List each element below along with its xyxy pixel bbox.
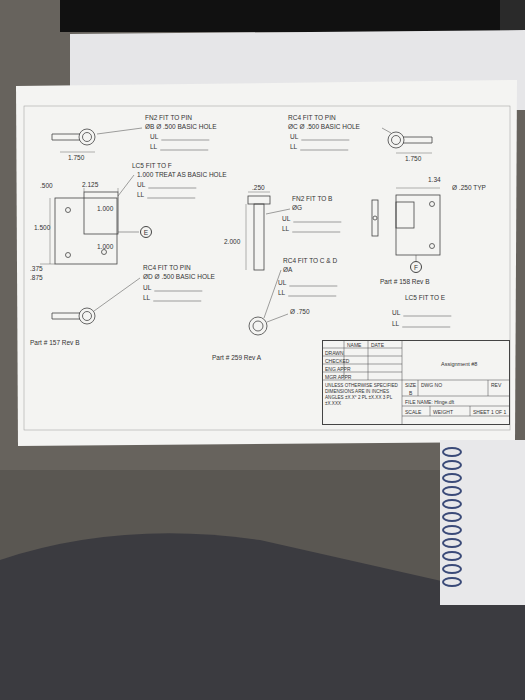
limit-label: LL	[278, 289, 285, 297]
blank-line	[289, 286, 337, 287]
title-block-text: WEIGHT	[433, 409, 453, 415]
blank-line	[147, 198, 195, 199]
fit-callout: ØC Ø .500 BASIC HOLE	[288, 123, 360, 131]
fit-callout: RC4 FIT TO C & D	[283, 257, 337, 265]
part-name: Part # 157 Rev B	[30, 339, 80, 347]
fit-callout: ØB Ø .500 BASIC HOLE	[145, 123, 217, 131]
blank-line	[293, 222, 341, 223]
limit-label: LL	[137, 191, 144, 199]
title-block-text: Assignment #8	[441, 361, 477, 367]
dimension: Ø .750	[290, 308, 310, 316]
blank-line	[160, 150, 208, 151]
datum-letter: F	[414, 264, 418, 271]
fit-callout: RC4 FIT TO PIN	[288, 114, 336, 122]
limit-label: LL	[290, 143, 297, 151]
title-block-text: SCALE	[405, 409, 421, 415]
blank-line	[153, 301, 201, 302]
title-block-text: FILE NAME: Hinge.dft	[405, 399, 454, 405]
blank-line	[148, 188, 196, 189]
dimension: .250	[252, 184, 265, 192]
title-block: NAME DATE DRAWN CHECKED ENG APPR MGR APPR UNLE…	[322, 340, 510, 425]
limit-label: LL	[150, 143, 157, 151]
title-block-text: SIZE	[405, 382, 416, 388]
dimension: 1.750	[405, 155, 421, 163]
fit-callout: FN2 FIT TO B	[292, 195, 332, 203]
datum-circle: E	[140, 226, 152, 238]
dimension: 1.750	[68, 154, 84, 162]
datum-circle: F	[410, 261, 422, 273]
fit-callout: FN2 FIT TO PIN	[145, 114, 192, 122]
fit-callout: 1.000 TREAT AS BASIC HOLE	[137, 171, 227, 179]
title-block-text: DRAWN	[325, 350, 344, 356]
limit-label: LL	[392, 320, 399, 328]
fit-callout: LC5 FIT TO F	[132, 162, 172, 170]
datum-letter: E	[144, 229, 148, 236]
blank-line	[161, 140, 209, 141]
blank-line	[292, 232, 340, 233]
limit-label: UL	[150, 133, 158, 141]
title-block-text: DATE	[371, 342, 384, 348]
blank-line	[288, 296, 336, 297]
dimension: 2.000	[224, 238, 240, 246]
blank-line	[402, 327, 450, 328]
title-block-text: DWG NO	[421, 382, 442, 388]
dimension: .500	[40, 182, 53, 190]
title-block-text: REV	[491, 382, 501, 388]
fit-callout: ØG	[292, 204, 302, 212]
limit-label: LL	[282, 225, 289, 233]
limit-label: UL	[290, 133, 298, 141]
limit-label: UL	[143, 284, 151, 292]
dimension: 1.000	[97, 243, 113, 251]
dimension: 1.000	[97, 205, 113, 213]
dimension: 1.500	[34, 224, 50, 232]
limit-label: UL	[137, 181, 145, 189]
limit-label: UL	[392, 309, 400, 317]
blank-line	[301, 140, 349, 141]
dimension: .375	[30, 265, 43, 273]
title-block-text: MGR APPR	[325, 374, 351, 380]
fit-callout: ØD Ø .500 BASIC HOLE	[143, 273, 215, 281]
limit-label: UL	[278, 279, 286, 287]
dimension: .875	[30, 274, 43, 282]
title-block-text: NAME	[347, 342, 361, 348]
dimension: 1.34	[428, 176, 441, 184]
fit-callout: LC5 FIT TO E	[405, 294, 445, 302]
dimension: Ø .250 TYP	[452, 184, 486, 192]
blank-line	[300, 150, 348, 151]
title-block-text: CHECKED	[325, 358, 349, 364]
fit-callout: RC4 FIT TO PIN	[143, 264, 191, 272]
title-block-text: UNLESS OTHERWISE SPECIFIED DIMENSIONS AR…	[325, 383, 401, 407]
fit-callout: ØA	[283, 266, 292, 274]
part-name: Part # 259 Rev A	[212, 354, 261, 362]
title-block-text: B	[409, 390, 412, 396]
blank-line	[154, 291, 202, 292]
blank-line	[403, 316, 451, 317]
title-block-text: SHEET 1 OF 1	[473, 409, 506, 415]
limit-label: UL	[282, 215, 290, 223]
limit-label: LL	[143, 294, 150, 302]
title-block-text: ENG APPR	[325, 366, 351, 372]
part-name: Part # 158 Rev B	[380, 278, 430, 286]
dimension: 2.125	[82, 181, 98, 189]
